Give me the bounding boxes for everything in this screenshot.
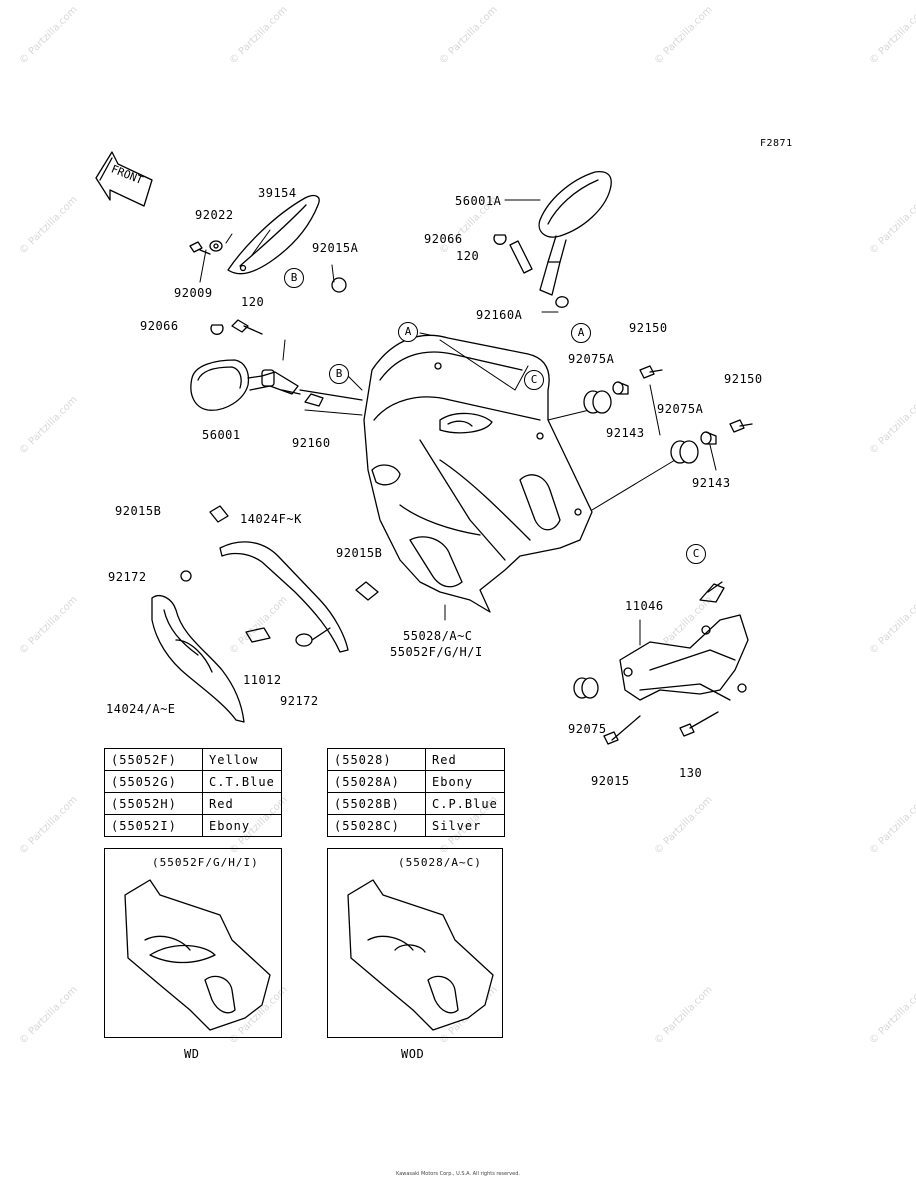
lower-fairing-part-14024 [151,595,245,723]
part-label-56001A: 56001A [455,194,502,208]
part-label-92160A: 92160A [476,308,523,322]
table-row: (55052I)Ebony [104,814,282,837]
color-code-cell: (55052H) [104,792,203,815]
color-code-cell: (55028A) [327,770,426,793]
figure-code: F2871 [760,138,793,149]
part-label-14024: 14024/A~E [106,702,176,716]
inset-wod-drawing [347,879,494,1031]
color-code-cell: (55028C) [327,814,426,837]
color-table-55052: (55052F)Yellow (55052G)C.T.Blue (55052H)… [104,748,282,837]
part-label-92160: 92160 [292,436,331,450]
inset-header-wod: (55028/A~C) [398,856,482,869]
callout-A-upper: A [398,322,418,342]
inset-box-wd [104,848,282,1038]
part-label-92143-a: 92143 [606,426,645,440]
windscreen-part-39154 [227,194,320,275]
part-label-92172-a: 92172 [108,570,147,584]
part-label-92075: 92075 [568,722,607,736]
color-name-cell: C.P.Blue [425,792,505,815]
color-name-cell: Red [425,748,505,771]
leader-lines [199,199,717,646]
inset-caption-wd: WD [184,1047,200,1061]
callout-C-stay: C [686,544,706,564]
part-label-130: 130 [679,766,703,780]
part-label-92075A-b: 92075A [657,402,704,416]
color-code-cell: (55052G) [104,770,203,793]
inset-header-wd: (55052F/G/H/I) [152,856,259,869]
part-label-11012: 11012 [243,673,282,687]
part-label-92150-a: 92150 [629,321,668,335]
upper-cowl-part-55028 [299,334,593,613]
inset-box-wod [327,848,503,1038]
part-label-56001: 56001 [202,428,241,442]
color-name-cell: Red [202,792,282,815]
copyright-text: Kawasaki Motors Corp., U.S.A. All rights… [396,1171,520,1177]
grommets-collars [583,365,753,464]
part-label-92009: 92009 [174,286,213,300]
part-label-120-left: 120 [241,295,265,309]
part-label-14024F-K: 14024F~K [240,512,302,526]
color-name-cell: C.T.Blue [202,770,282,793]
left-mirror-part-56001 [190,359,301,411]
part-label-11046: 11046 [625,599,664,613]
part-label-92143-b: 92143 [692,476,731,490]
small-hardware-top-right [493,234,569,308]
table-row: (55028)Red [327,748,505,771]
callout-B-left: B [284,268,304,288]
part-label-92022: 92022 [195,208,234,222]
callout-A-lower: A [571,323,591,343]
front-arrow-icon: FRONT [95,151,153,207]
table-row: (55052G)C.T.Blue [104,770,282,793]
table-row: (55052H)Red [104,792,282,815]
color-code-cell: (55052F) [104,748,203,771]
part-label-92066-right: 92066 [424,232,463,246]
color-code-cell: (55052I) [104,814,203,837]
bracket-92160-shape [304,393,324,407]
color-table-55028: (55028)Red (55028A)Ebony (55028B)C.P.Blu… [327,748,505,837]
table-row: (55052F)Yellow [104,748,282,771]
inset-wd-drawing [124,879,271,1031]
part-label-92015B-a: 92015B [115,504,162,518]
right-mirror-part-56001A [538,170,612,296]
table-row: (55028A)Ebony [327,770,505,793]
part-label-120-right: 120 [456,249,480,263]
inner-cowl-part-14024F-K [180,505,379,653]
part-label-39154: 39154 [258,186,297,200]
callout-B-cowl: B [329,364,349,384]
color-name-cell: Ebony [202,814,282,837]
color-name-cell: Yellow [202,748,282,771]
color-name-cell: Silver [425,814,505,837]
part-label-92015B-b: 92015B [336,546,383,560]
color-code-cell: (55028) [327,748,426,771]
part-label-92015: 92015 [591,774,630,788]
stay-part-11046 [619,581,749,701]
part-label-92066-left: 92066 [140,319,179,333]
part-label-92150-b: 92150 [724,372,763,386]
part-label-92172-b: 92172 [280,694,319,708]
part-label-92075A-a: 92075A [568,352,615,366]
table-row: (55028C)Silver [327,814,505,837]
inset-caption-wod: WOD [401,1047,425,1061]
callout-C-cowl: C [524,370,544,390]
table-row: (55028B)C.P.Blue [327,792,505,815]
part-label-55028: 55028/A~C [403,629,473,643]
part-label-92015A-left: 92015A [312,241,359,255]
color-name-cell: Ebony [425,770,505,793]
rubbers-bolts-bottom-right [573,677,719,745]
color-code-cell: (55028B) [327,792,426,815]
small-hardware-top-left [189,240,347,335]
part-label-55052: 55052F/G/H/I [390,645,483,659]
